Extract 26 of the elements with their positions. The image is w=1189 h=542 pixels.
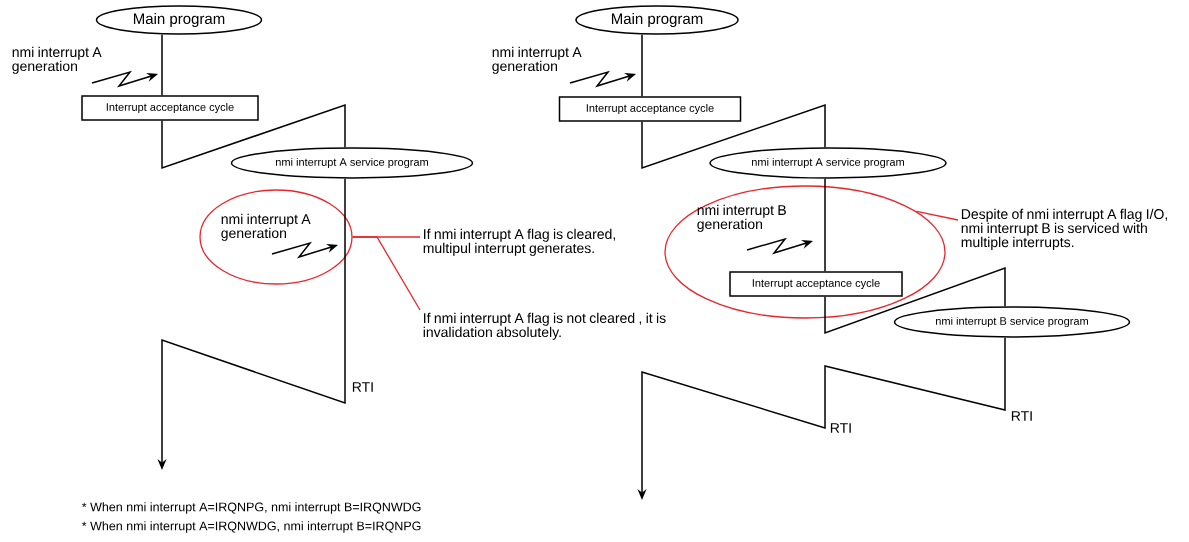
- footnote: * When nmi interrupt A=IRQNPG, nmi interrupt B=IRQNWDG: [81, 502, 421, 514]
- flow-line: [641, 103, 826, 170]
- event-label: nmi interrupt A generation: [492, 46, 582, 74]
- rti-label: RTI: [352, 382, 373, 392]
- flow-line: [161, 34, 163, 96]
- program-oval: Main program: [95, 5, 263, 35]
- rti-label: RTI: [830, 423, 851, 433]
- cycle-box: Interrupt acceptance cycle: [558, 96, 742, 122]
- footnote: * When nmi interrupt A=IRQNWDG, nmi interrupt B=IRQNPG: [81, 521, 421, 533]
- note-text: Despite of nmi interrupt A flag I/O, nmi interrupt B is serviced with multiple interrupts.: [961, 208, 1167, 250]
- note-text: If nmi interrupt A flag is not cleared , it is invalidation absolutely.: [423, 312, 666, 340]
- flow-line: [824, 178, 826, 272]
- flow-line: [641, 34, 643, 97]
- cycle-box: Interrupt acceptance cycle: [729, 271, 903, 297]
- cycle-box: Interrupt acceptance cycle: [81, 95, 259, 121]
- flow-line: [161, 103, 346, 170]
- event-label: nmi interrupt A generation: [12, 46, 102, 74]
- program-oval: nmi interrupt A service program: [709, 147, 947, 179]
- note-text: If nmi interrupt A flag is cleared, multipul interrupt generates.: [423, 228, 615, 256]
- flow-line: [824, 266, 1006, 335]
- program-oval: nmi interrupt A service program: [230, 147, 474, 179]
- rti-label: RTI: [1011, 411, 1032, 421]
- program-oval: Main program: [575, 5, 739, 35]
- leader-line: [352, 236, 421, 311]
- leader-line: [915, 210, 959, 221]
- program-oval: nmi interrupt B service program: [893, 306, 1131, 338]
